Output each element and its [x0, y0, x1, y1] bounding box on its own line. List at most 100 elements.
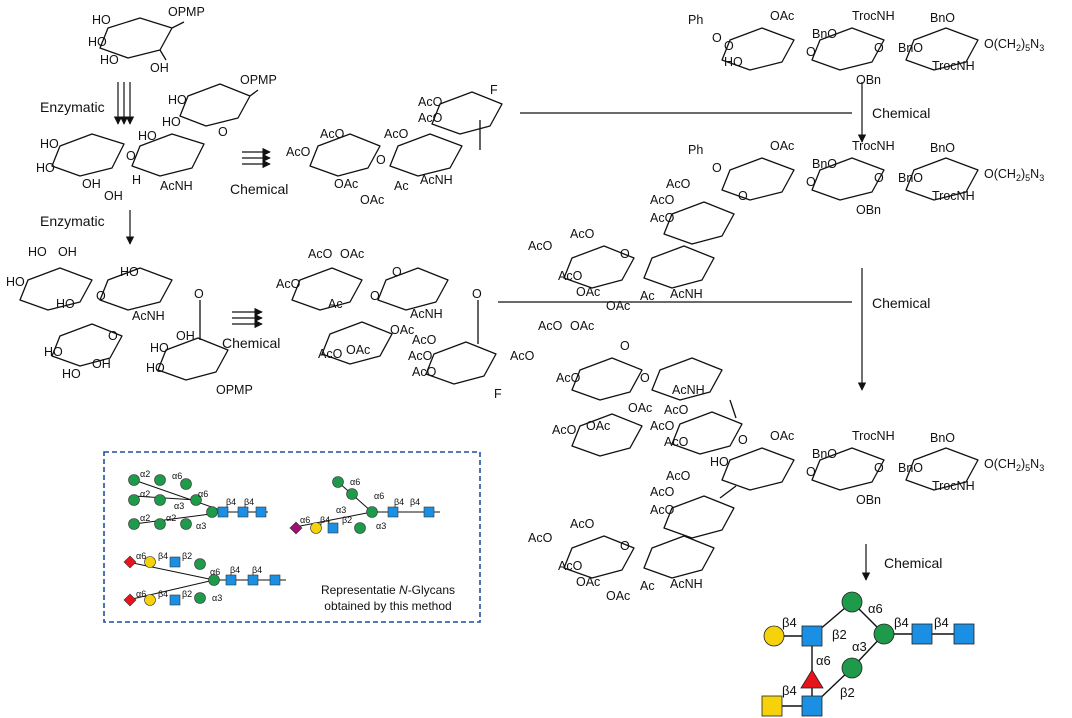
- atom-label: O: [806, 45, 816, 59]
- atom-label: Ph: [688, 13, 704, 27]
- atom-label: TrocNH: [852, 9, 895, 23]
- atom-label: O: [472, 287, 482, 301]
- linkage-label: α6: [136, 551, 147, 561]
- atom-label: BnO: [898, 41, 924, 55]
- atom-label: TrocNH: [852, 429, 895, 443]
- atom-label: O: [874, 461, 884, 475]
- atom-label: AcO: [320, 127, 345, 141]
- atom-label: HO: [28, 245, 47, 259]
- atom-label: O: [218, 125, 228, 139]
- atom-label: OAc: [570, 319, 595, 333]
- atom-label: AcO: [650, 503, 675, 517]
- atom-label: AcO: [650, 419, 675, 433]
- atom-label: AcO: [666, 469, 691, 483]
- atom-label: F: [494, 387, 502, 401]
- step-label-chemical: Chemical: [230, 181, 289, 197]
- atom-label: AcO: [510, 349, 535, 363]
- atom-label: OH: [104, 189, 123, 203]
- atom-label: OAc: [576, 285, 601, 299]
- mannose-symbol: [873, 623, 895, 645]
- linkage-label: β4: [782, 615, 797, 630]
- legend-box: [103, 451, 481, 623]
- atom-label: O: [620, 247, 630, 261]
- atom-label: AcO: [408, 349, 433, 363]
- linkage-label: β4: [244, 497, 255, 507]
- atom-label: BnO: [898, 461, 924, 475]
- atom-label: OH: [82, 177, 101, 191]
- atom-label: OAc: [334, 177, 359, 191]
- linker-label: O(CH2)5N3: [984, 457, 1045, 473]
- atom-label: O: [738, 433, 748, 447]
- linkage-label: β4: [252, 565, 263, 575]
- legend-symbols: [123, 474, 435, 607]
- atom-label: HO: [162, 115, 181, 129]
- atom-label: HO: [44, 345, 63, 359]
- atom-label: OAc: [770, 429, 795, 443]
- linkage-label: α6: [350, 477, 361, 487]
- linkage-label: α6: [868, 601, 883, 616]
- atom-label: BnO: [898, 171, 924, 185]
- atom-label: Ac: [328, 297, 343, 311]
- atom-label: OPMP: [168, 5, 205, 19]
- linkage-label: α2: [140, 489, 151, 499]
- atom-label: BnO: [930, 11, 956, 25]
- atom-label: BnO: [812, 27, 838, 41]
- atom-label: AcO: [558, 269, 583, 283]
- atom-label: AcO: [570, 517, 595, 531]
- atom-label: HO: [120, 265, 139, 279]
- atom-label: TrocNH: [932, 59, 975, 73]
- atom-label: OAc: [770, 139, 795, 153]
- atom-label: OPMP: [240, 73, 277, 87]
- atom-label: HO: [88, 35, 107, 49]
- atom-label: O: [370, 289, 380, 303]
- linkage-label: β4: [410, 497, 421, 507]
- atom-label: AcO: [552, 423, 577, 437]
- atom-label: AcO: [666, 177, 691, 191]
- atom-label: Ac: [640, 289, 655, 303]
- atom-label: HO: [150, 341, 169, 355]
- atom-label: OAc: [770, 9, 795, 23]
- linkage-label: α3: [174, 501, 185, 511]
- atom-label: O: [376, 153, 386, 167]
- glcnac-symbol: [953, 623, 975, 645]
- atom-label: AcO: [556, 371, 581, 385]
- atom-label: BnO: [812, 447, 838, 461]
- atom-label: BnO: [812, 157, 838, 171]
- atom-label: AcO: [650, 211, 675, 225]
- linkage-label: β4: [158, 589, 169, 599]
- atom-label: O: [126, 149, 136, 163]
- process-arrows: [113, 82, 871, 581]
- atom-label: AcNH: [670, 577, 703, 591]
- atom-label: AcO: [664, 403, 689, 417]
- atom-label: OAc: [346, 343, 371, 357]
- atom-label: AcO: [538, 319, 563, 333]
- atom-label: Ac: [394, 179, 409, 193]
- atom-label: AcO: [528, 531, 553, 545]
- atom-label: OPMP: [216, 383, 253, 397]
- linkage-label: α3: [376, 521, 387, 531]
- atom-label: O: [620, 539, 630, 553]
- atom-label: AcO: [558, 559, 583, 573]
- atom-label: BnO: [930, 431, 956, 445]
- atom-label: OAc: [390, 323, 415, 337]
- atom-label: OAc: [606, 589, 631, 603]
- atom-label: O: [724, 39, 734, 53]
- atom-label: HO: [56, 297, 75, 311]
- atom-label: OH: [150, 61, 169, 75]
- atom-label: O: [194, 287, 204, 301]
- atom-label: O: [392, 265, 402, 279]
- atom-label: AcO: [418, 111, 443, 125]
- linkage-label: α2: [140, 469, 151, 479]
- atom-label: TrocNH: [932, 479, 975, 493]
- linkage-label: α6: [816, 653, 831, 668]
- atom-label: AcNH: [672, 383, 705, 397]
- atom-label: OAc: [606, 299, 631, 313]
- atom-label: HO: [100, 53, 119, 67]
- galactose-symbol: [763, 625, 785, 647]
- atom-label: Ph: [688, 143, 704, 157]
- atom-label: AcO: [570, 227, 595, 241]
- atom-label: AcO: [650, 193, 675, 207]
- atom-label: AcO: [412, 365, 437, 379]
- atom-label: AcO: [308, 247, 333, 261]
